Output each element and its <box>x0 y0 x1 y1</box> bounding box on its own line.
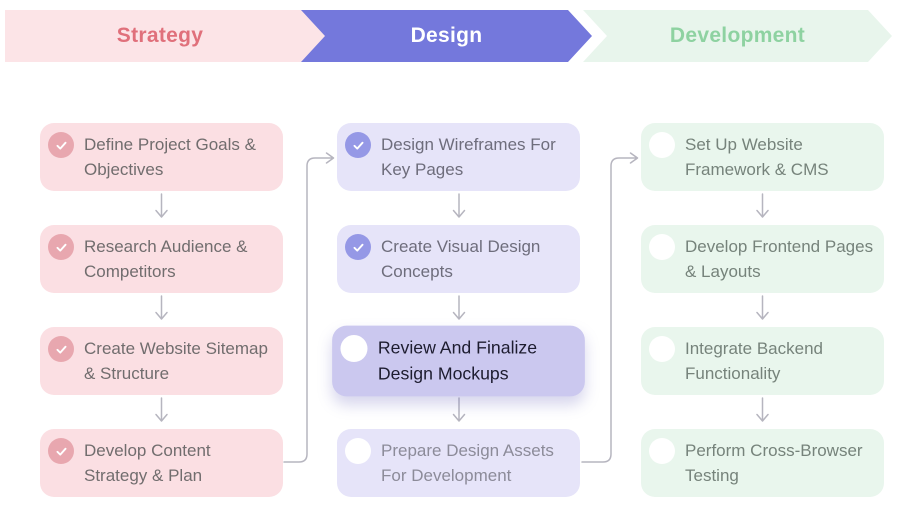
task-card[interactable]: Develop Content Strategy & Plan <box>40 429 283 497</box>
check-icon <box>56 243 66 252</box>
task-card[interactable]: Integrate Backend Functionality <box>641 327 884 395</box>
down-arrow <box>452 397 466 422</box>
task-card[interactable]: Prepare Design Assets For Development <box>337 429 580 497</box>
task-card-active[interactable]: Review And Finalize Design Mockups <box>332 325 585 397</box>
task-title: Integrate Backend Functionality <box>685 339 823 383</box>
down-arrow <box>756 193 769 218</box>
status-circle-checked[interactable] <box>48 132 74 158</box>
task-title: Perform Cross-Browser Testing <box>685 441 863 485</box>
check-icon <box>56 345 66 354</box>
task-card[interactable]: Design Wireframes For Key Pages <box>337 123 580 191</box>
task-title: Create Website Sitemap & Structure <box>84 339 268 383</box>
status-circle-checked[interactable] <box>345 132 371 158</box>
down-arrow <box>155 397 168 422</box>
status-circle-checked[interactable] <box>48 234 74 260</box>
status-circle-empty[interactable] <box>345 438 371 464</box>
stage-label-development: Development <box>669 24 806 47</box>
task-card[interactable]: Create Visual Design Concepts <box>337 225 580 293</box>
check-icon <box>56 141 66 150</box>
check-icon <box>56 447 66 456</box>
connector-strategy-to-design <box>283 152 335 463</box>
task-title: Develop Content Strategy & Plan <box>84 441 211 485</box>
status-circle-checked[interactable] <box>345 234 371 260</box>
stage-label-strategy: Strategy <box>116 24 204 47</box>
task-title: Review And Finalize Design Mockups <box>377 338 538 384</box>
task-title: Research Audience & Competitors <box>84 237 248 281</box>
status-circle-empty[interactable] <box>649 234 675 260</box>
task-card[interactable]: Perform Cross-Browser Testing <box>641 429 884 497</box>
stage-header-design: Design <box>301 10 592 62</box>
status-circle-checked[interactable] <box>48 438 74 464</box>
stage-header-development: Development <box>583 10 892 62</box>
stage-header-strategy: Strategy <box>5 10 339 62</box>
task-title: Set Up Website Framework & CMS <box>685 135 829 179</box>
down-arrow <box>452 193 466 218</box>
task-card[interactable]: Create Website Sitemap & Structure <box>40 327 283 395</box>
task-card[interactable]: Develop Frontend Pages & Layouts <box>641 225 884 293</box>
status-circle-empty[interactable] <box>649 336 675 362</box>
task-title: Develop Frontend Pages & Layouts <box>685 237 874 281</box>
task-title: Create Visual Design Concepts <box>381 237 541 281</box>
down-arrow <box>155 295 168 320</box>
status-circle-empty[interactable] <box>340 335 368 363</box>
task-card[interactable]: Research Audience & Competitors <box>40 225 283 293</box>
connector-design-to-development <box>581 152 639 463</box>
status-circle-empty[interactable] <box>649 132 675 158</box>
down-arrow <box>756 295 769 320</box>
task-title: Define Project Goals & Objectives <box>84 135 256 179</box>
status-circle-empty[interactable] <box>649 438 675 464</box>
status-circle-checked[interactable] <box>48 336 74 362</box>
check-icon <box>353 243 363 252</box>
check-icon <box>353 141 363 150</box>
task-card[interactable]: Set Up Website Framework & CMS <box>641 123 884 191</box>
task-title: Design Wireframes For Key Pages <box>381 135 556 179</box>
task-title: Prepare Design Assets For Development <box>381 441 554 485</box>
down-arrow <box>452 295 466 320</box>
down-arrow <box>756 397 769 422</box>
down-arrow <box>155 193 168 218</box>
task-card[interactable]: Define Project Goals & Objectives <box>40 123 283 191</box>
stage-label-design: Design <box>410 24 483 47</box>
